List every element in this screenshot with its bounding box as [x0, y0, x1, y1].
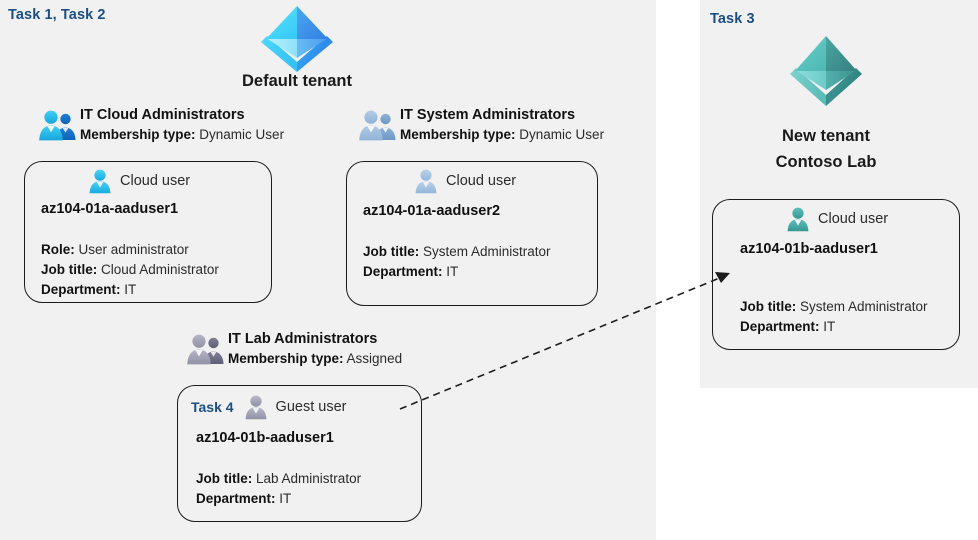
group-name: IT Lab Administrators [228, 331, 378, 347]
card-head-label: Cloud user [120, 173, 191, 189]
group-users-icon [186, 333, 226, 365]
attr-label: Role: [41, 242, 75, 257]
attr-department: Department: IT [196, 489, 361, 509]
group-membership-value: Assigned [346, 351, 403, 366]
card-head: Cloud user [785, 206, 888, 232]
default-tenant-title: Default tenant [241, 72, 352, 90]
attr-value: System Administrator [423, 244, 551, 259]
attr-job-title: Job title: System Administrator [363, 242, 551, 262]
group-membership-label: Membership type: [400, 127, 516, 142]
attr-job-title: Job title: System Administrator [740, 297, 928, 317]
card-username: az104-01a-aaduser1 [41, 201, 179, 217]
attr-department: Department: IT [41, 280, 219, 300]
group-users-icon [358, 109, 398, 141]
user-card-az104-01b-aaduser1-guest[interactable]: Task 4 Guest user az104-01b-aaduser1 [177, 385, 422, 522]
card-task-label: Task 4 [191, 399, 234, 415]
attr-department: Department: IT [740, 317, 928, 337]
group-membership-type: Membership type: Dynamic User [80, 125, 284, 145]
attr-value: IT [124, 282, 137, 297]
cloud-user-icon [785, 206, 811, 232]
attr-label: Department: [740, 319, 820, 334]
guest-user-icon [243, 394, 269, 420]
attr-label: Job title: [196, 471, 253, 486]
new-tenant-title-line2: Contoso Lab [775, 153, 877, 171]
card-attributes: Job title: Lab Administrator Department:… [196, 469, 361, 509]
attr-label: Job title: [41, 262, 98, 277]
attr-department: Department: IT [363, 262, 551, 282]
group-membership-type: Membership type: Dynamic User [400, 125, 604, 145]
attr-value: IT [279, 491, 292, 506]
new-tenant-title-line1: New tenant [781, 127, 870, 145]
card-username: az104-01b-aaduser1 [740, 241, 878, 257]
group-membership-label: Membership type: [228, 351, 344, 366]
card-head-label: Cloud user [818, 211, 889, 227]
card-head: Cloud user [413, 168, 516, 194]
attr-value: Lab Administrator [256, 471, 362, 486]
card-attributes: Job title: System Administrator Departme… [363, 242, 551, 282]
card-attributes: Job title: System Administrator Departme… [740, 297, 928, 337]
user-card-az104-01a-aaduser1[interactable]: Cloud user az104-01a-aaduser1 Role: User… [24, 161, 272, 303]
attr-label: Department: [196, 491, 276, 506]
attr-label: Department: [363, 264, 443, 279]
attr-value: System Administrator [800, 299, 928, 314]
attr-role: Role: User administrator [41, 240, 219, 260]
card-username: az104-01b-aaduser1 [196, 430, 334, 446]
group-membership-type: Membership type: Assigned [228, 349, 402, 369]
azure-tenant-icon [255, 2, 339, 74]
group-membership-label: Membership type: [80, 127, 196, 142]
attr-label: Department: [41, 282, 121, 297]
attr-job-title: Job title: Cloud Administrator [41, 260, 219, 280]
card-head-label: Guest user [275, 399, 347, 415]
attr-job-title: Job title: Lab Administrator [196, 469, 361, 489]
user-card-az104-01b-aaduser1-cloud[interactable]: Cloud user az104-01b-aaduser1 Job title:… [712, 199, 960, 350]
user-card-az104-01a-aaduser2[interactable]: Cloud user az104-01a-aaduser2 Job title:… [346, 161, 598, 306]
group-users-icon [38, 109, 78, 141]
attr-label: Job title: [363, 244, 420, 259]
card-head: Task 4 Guest user [191, 394, 346, 420]
group-name: IT System Administrators [400, 107, 576, 123]
card-attributes: Role: User administrator Job title: Clou… [41, 240, 219, 300]
attr-value: IT [446, 264, 459, 279]
group-name: IT Cloud Administrators [80, 107, 245, 123]
attr-label: Job title: [740, 299, 797, 314]
azure-tenant-icon [784, 28, 868, 108]
card-head-label: Cloud user [446, 173, 517, 189]
cloud-user-icon [413, 168, 439, 194]
group-membership-value: Dynamic User [199, 127, 285, 142]
card-head: Cloud user [87, 168, 190, 194]
card-username: az104-01a-aaduser2 [363, 203, 501, 219]
attr-value: User administrator [78, 242, 189, 257]
cloud-user-icon [87, 168, 113, 194]
task-label-3: Task 3 [710, 11, 755, 27]
attr-value: Cloud Administrator [101, 262, 219, 277]
attr-value: IT [823, 319, 836, 334]
task-label-1-2: Task 1, Task 2 [8, 7, 106, 23]
group-membership-value: Dynamic User [519, 127, 605, 142]
